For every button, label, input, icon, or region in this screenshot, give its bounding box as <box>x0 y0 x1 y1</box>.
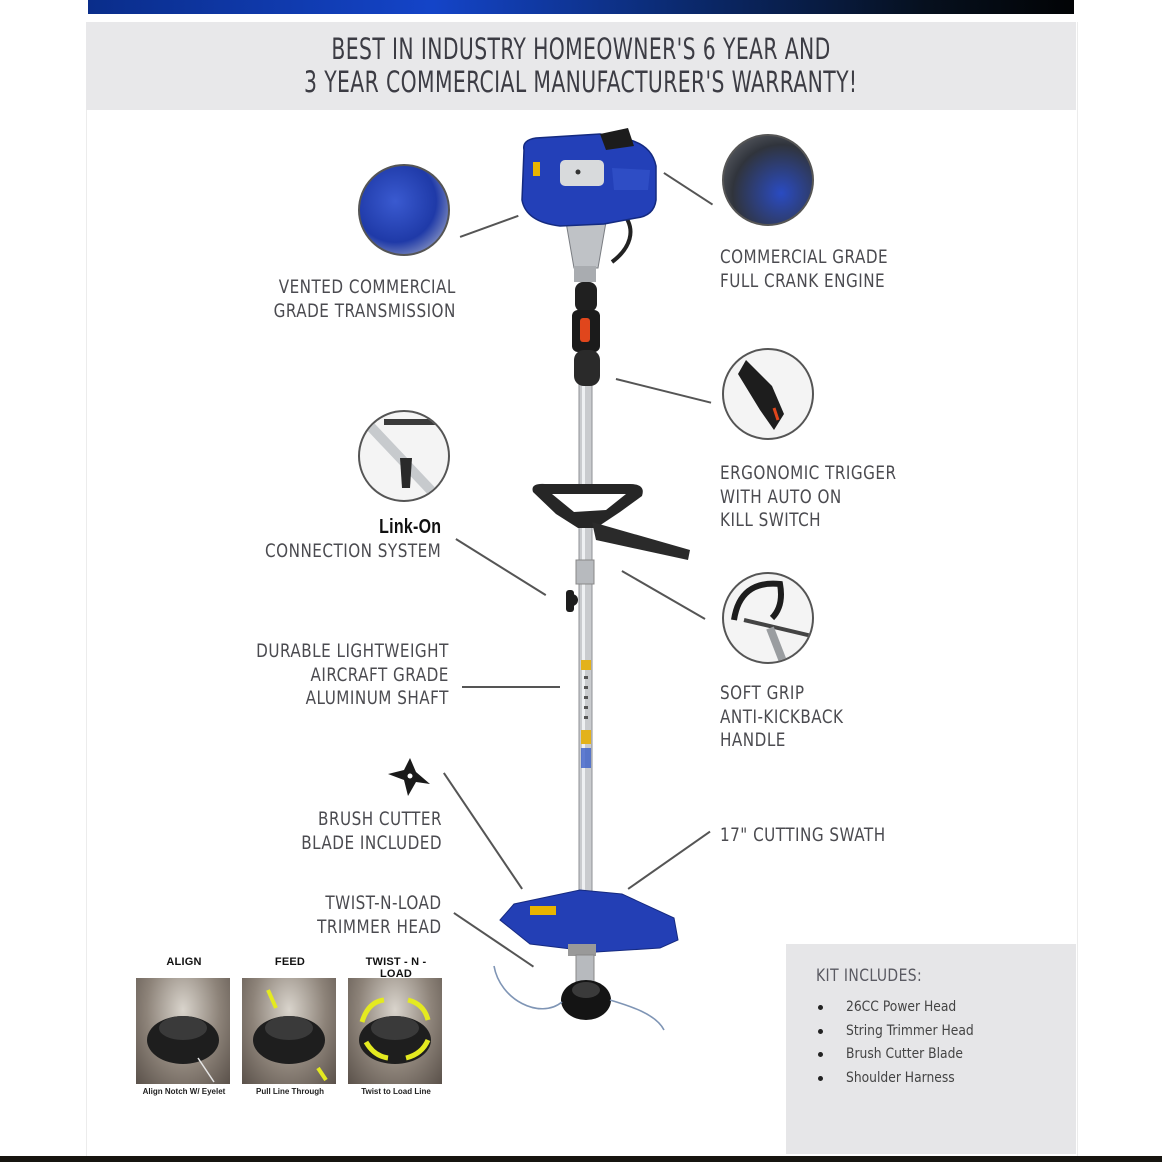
bottom-edge-bar <box>0 1156 1162 1162</box>
step-caption: Pull Line Through <box>256 1087 324 1096</box>
headline-line-1: BEST IN INDUSTRY HOMEOWNER'S 6 YEAR AND <box>331 32 831 66</box>
callout-handle: SOFT GRIP ANTI-KICKBACK HANDLE <box>720 682 843 753</box>
kit-item: String Trimmer Head <box>816 1020 996 1044</box>
callout-text: BRUSH CUTTER <box>318 808 442 830</box>
callout-text: 17" CUTTING SWATH <box>720 824 886 846</box>
callout-text: ANTI-KICKBACK <box>720 705 844 728</box>
callout-text: DURABLE LIGHTWEIGHT <box>256 640 449 662</box>
callout-trimmer-head: TWIST-N-LOAD TRIMMER HEAD <box>318 892 442 939</box>
callout-text: CONNECTION SYSTEM <box>264 539 441 562</box>
callout-engine: COMMERCIAL GRADE FULL CRANK ENGINE <box>720 246 888 293</box>
kit-includes-panel <box>786 944 1076 1154</box>
callout-text: SOFT GRIP <box>720 682 805 704</box>
step-title: ALIGN <box>166 956 202 968</box>
bullet-icon <box>818 1052 823 1058</box>
step-caption: Align Notch W/ Eyelet <box>142 1087 226 1096</box>
link-on-brand: Link-On <box>378 516 441 538</box>
kit-item-label: Shoulder Harness <box>846 1069 955 1086</box>
step-twist-photo <box>348 978 442 1084</box>
kit-item: Brush Cutter Blade <box>816 1043 996 1067</box>
bullet-icon <box>818 1005 823 1011</box>
kit-item-label: String Trimmer Head <box>846 1022 974 1039</box>
detail-link-on-photo <box>358 410 450 502</box>
callout-text: TWIST-N-LOAD <box>325 892 442 914</box>
step-twist-n-load: TWIST - N - LOAD Twist to Load Line <box>348 956 444 1096</box>
step-align-photo <box>136 978 230 1084</box>
kit-items-list: 26CC Power Head String Trimmer Head Brus… <box>816 996 996 1090</box>
headline-line-2: 3 YEAR COMMERCIAL MANUFACTURER'S WARRANT… <box>304 65 858 99</box>
callout-shaft: DURABLE LIGHTWEIGHT AIRCRAFT GRADE ALUMI… <box>256 640 449 711</box>
callout-blade: BRUSH CUTTER BLADE INCLUDED <box>301 808 442 855</box>
kit-item: 26CC Power Head <box>816 996 996 1020</box>
step-title: TWIST - N - LOAD <box>365 956 427 980</box>
callout-text: BLADE INCLUDED <box>301 831 442 854</box>
callout-swath: 17" CUTTING SWATH <box>720 824 886 848</box>
kit-item: Shoulder Harness <box>816 1067 996 1091</box>
callout-text: FULL CRANK ENGINE <box>720 269 886 292</box>
callout-text: ALUMINUM SHAFT <box>305 687 449 709</box>
detail-handle-photo <box>722 572 814 664</box>
callout-text: GRADE TRANSMISSION <box>273 299 456 322</box>
step-caption: Twist to Load Line <box>361 1087 431 1096</box>
leader-line-shaft <box>462 686 560 688</box>
kit-item-label: Brush Cutter Blade <box>846 1046 963 1062</box>
step-feed: FEED Pull Line Through <box>242 956 338 1096</box>
callout-transmission: VENTED COMMERCIAL GRADE TRANSMISSION <box>274 276 456 323</box>
kit-item-label: 26CC Power Head <box>846 999 957 1015</box>
callout-text: AIRCRAFT GRADE <box>310 663 449 686</box>
step-feed-photo <box>242 978 336 1084</box>
bullet-icon <box>818 1075 823 1081</box>
callout-text: ERGONOMIC TRIGGER <box>720 462 897 484</box>
step-align: ALIGN Align Notch W/ Eyelet <box>136 956 232 1096</box>
callout-text: TRIMMER HEAD <box>317 915 442 938</box>
detail-transmission-photo <box>358 164 450 256</box>
callout-link-on: Link-On CONNECTION SYSTEM <box>265 516 441 563</box>
callout-text: HANDLE <box>720 729 786 751</box>
callout-text: VENTED COMMERCIAL <box>278 276 456 298</box>
callout-text: KILL SWITCH <box>720 509 822 531</box>
top-banner-image <box>88 0 1074 14</box>
kit-title: KIT INCLUDES: <box>816 966 923 986</box>
step-title: FEED <box>274 956 306 968</box>
callout-text: COMMERCIAL GRADE <box>720 246 889 268</box>
bullet-icon <box>818 1028 823 1034</box>
detail-trigger-photo <box>722 348 814 440</box>
callout-text: WITH AUTO ON <box>720 485 842 508</box>
callout-trigger: ERGONOMIC TRIGGER WITH AUTO ON KILL SWIT… <box>720 462 897 533</box>
detail-engine-photo <box>722 134 814 226</box>
warranty-headline: BEST IN INDUSTRY HOMEOWNER'S 6 YEAR AND … <box>86 22 1076 110</box>
